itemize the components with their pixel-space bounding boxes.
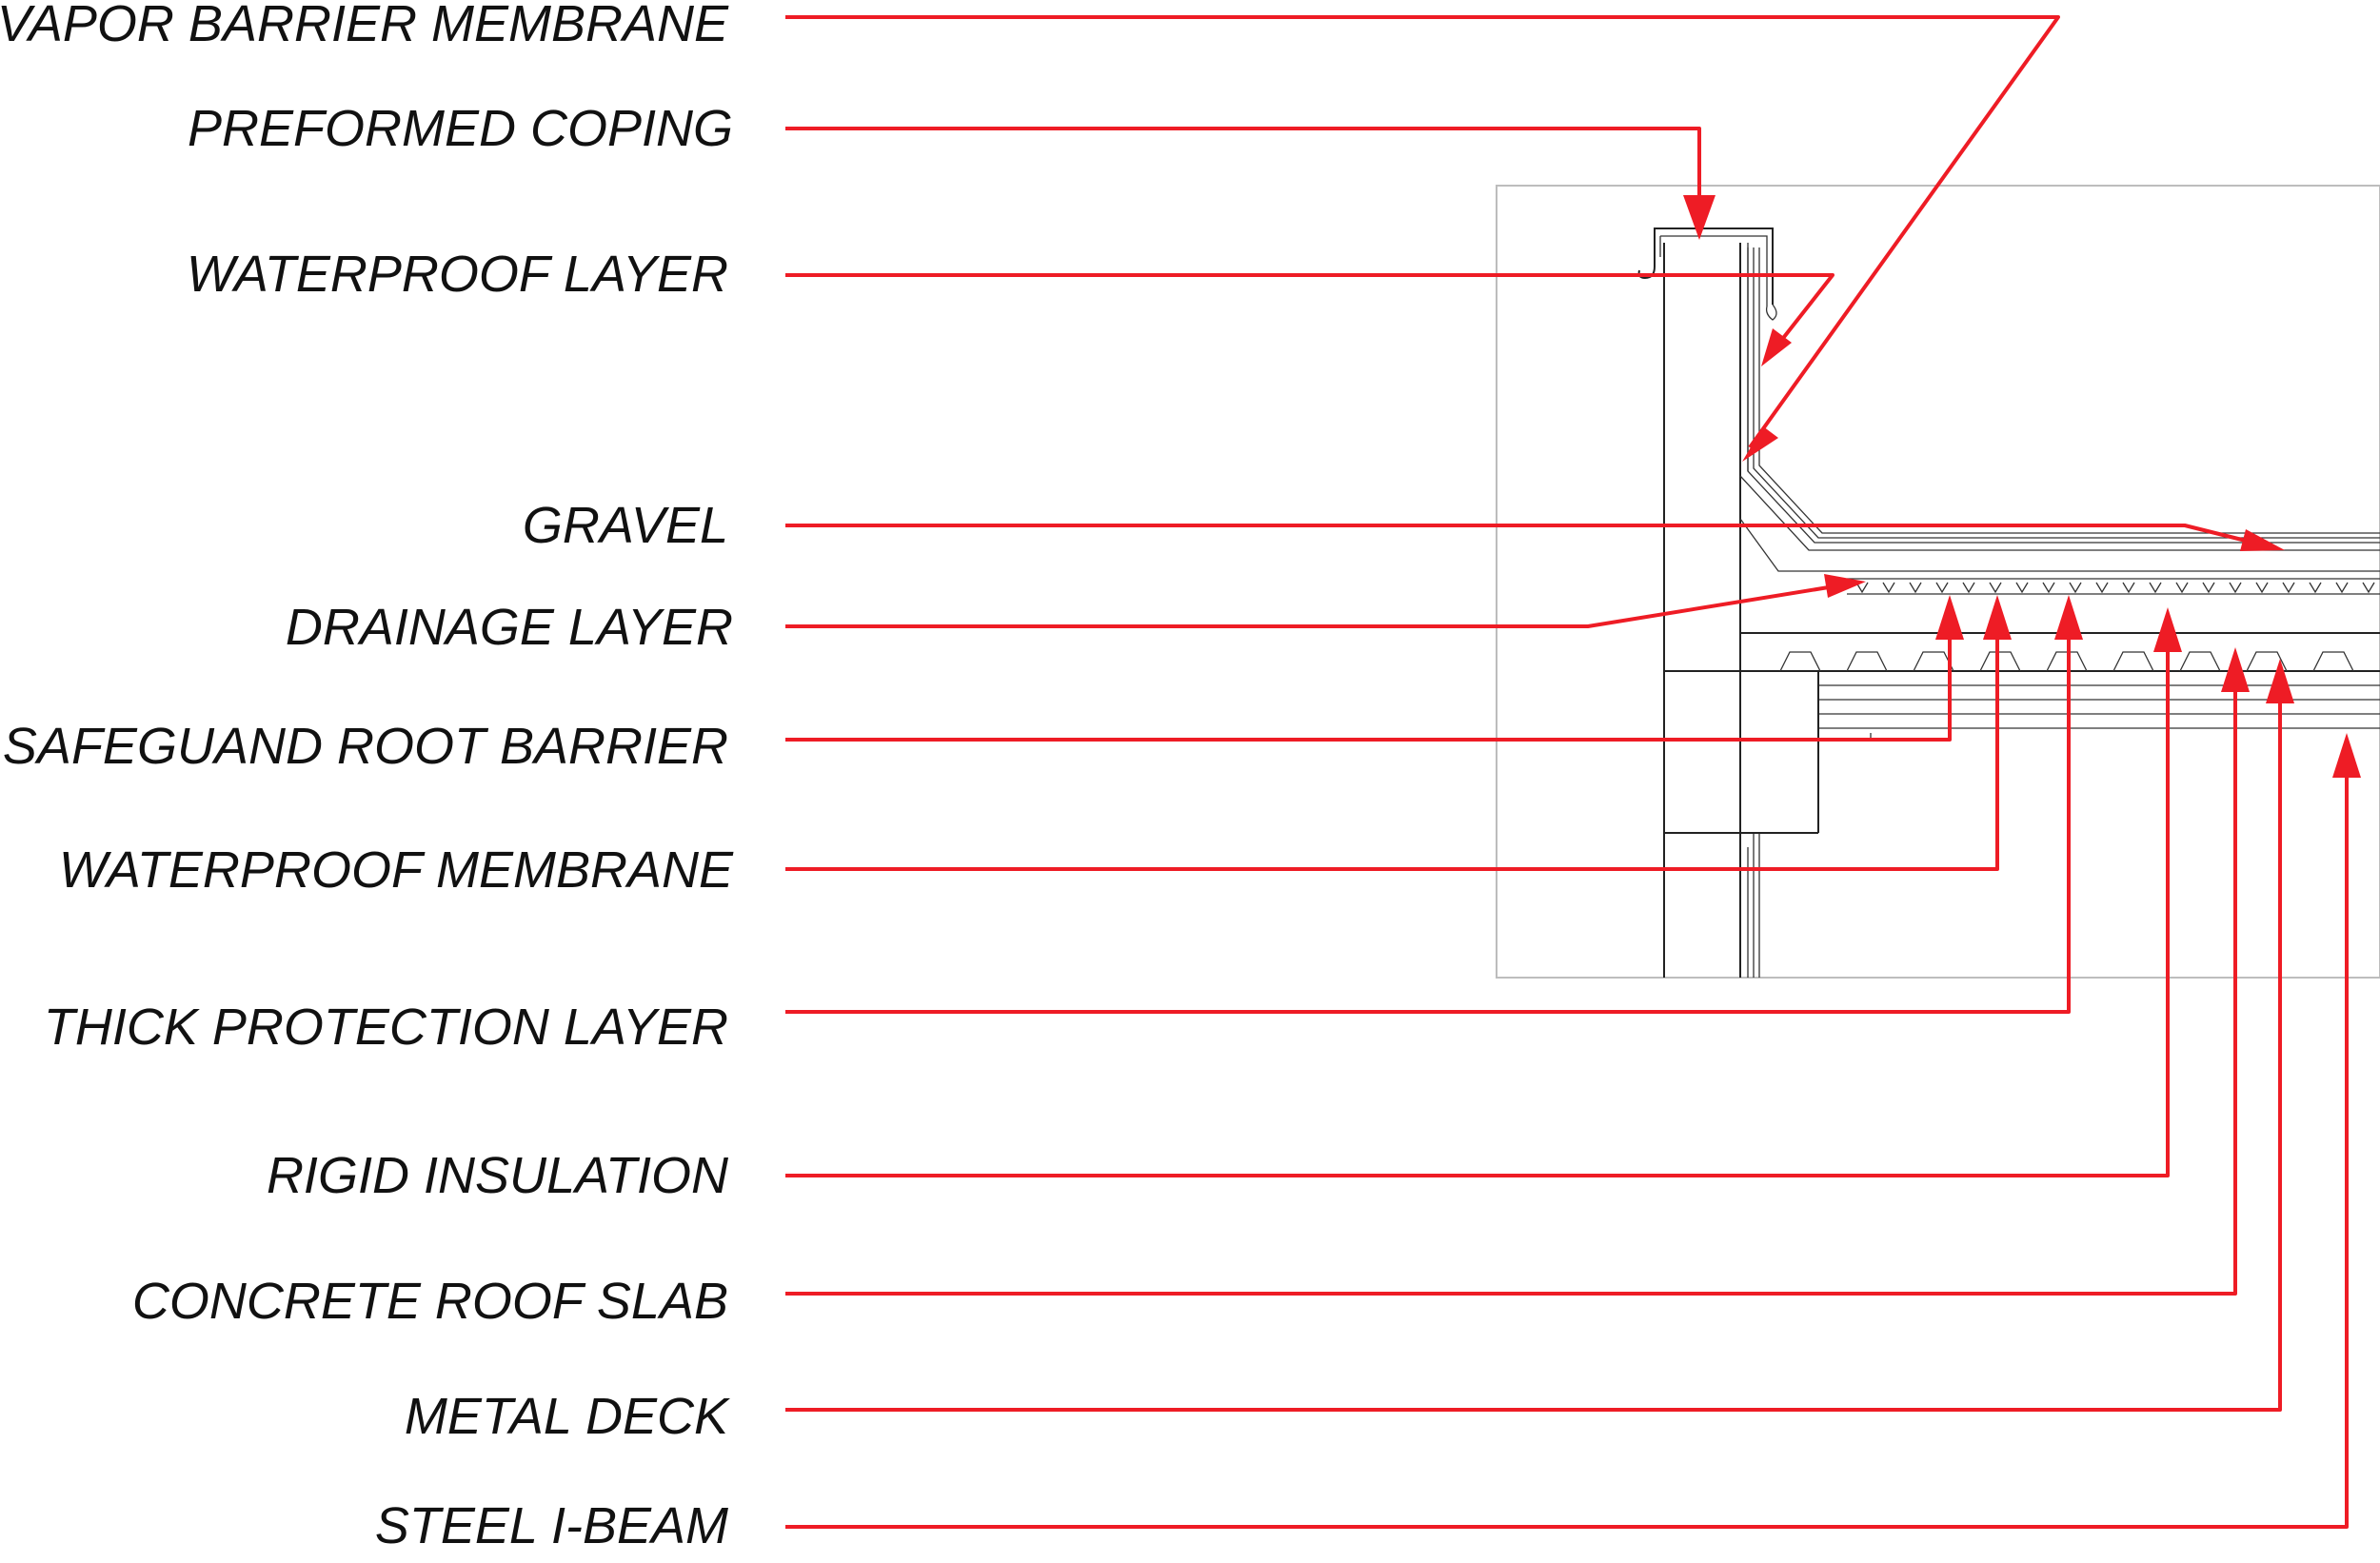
label-drainage-layer: DRAINAGE LAYER: [286, 599, 733, 656]
drawing-frame: [1496, 185, 2380, 979]
arrowhead-thick-protection-layer: [2054, 595, 2083, 640]
leader-vapor-barrier-membrane: [785, 15, 2060, 449]
arrowhead-concrete-roof-slab: [2221, 647, 2250, 692]
label-safeguand-root-barrier: SAFEGUAND ROOT BARRIER: [3, 718, 728, 775]
leader-rigid-insulation: [785, 628, 2170, 1177]
label-concrete-roof-slab: CONCRETE ROOF SLAB: [132, 1273, 728, 1330]
arrowhead-metal-deck: [2266, 659, 2294, 703]
label-vapor-barrier-membrane: VAPOR BARRIER MEMBRANE: [0, 0, 729, 52]
leader-waterproof-layer: [785, 273, 1835, 352]
arrowhead-safeguand-root-barrier: [1935, 595, 1964, 640]
leader-steel-i-beam: [785, 752, 2349, 1529]
section-drawing: [1496, 185, 2380, 979]
leader-gravel: [785, 524, 2262, 546]
leader-metal-deck: [785, 678, 2282, 1412]
arrowheads: [1683, 195, 2361, 778]
leader-safeguand-root-barrier: [785, 614, 1952, 742]
leader-thick-protection-layer: [785, 614, 2071, 1014]
label-thick-protection-layer: THICK PROTECTION LAYER: [44, 999, 728, 1056]
label-steel-i-beam: STEEL I-BEAM: [375, 1497, 728, 1554]
leader-waterproof-membrane: [785, 614, 1999, 871]
upturn-membranes: [1739, 247, 2380, 572]
label-waterproof-layer: WATERPROOF LAYER: [187, 246, 728, 303]
arrowhead-waterproof-layer: [1761, 328, 1792, 366]
roof-layers: [1664, 632, 2380, 834]
arrowhead-drainage-layer: [1824, 574, 1866, 598]
label-preformed-coping: PREFORMED COPING: [188, 100, 733, 157]
label-gravel: GRAVEL: [523, 497, 728, 554]
leader-preformed-coping: [785, 127, 1701, 217]
arrowhead-steel-i-beam: [2332, 733, 2361, 778]
leader-drainage-layer: [785, 584, 1841, 628]
leader-lines: [785, 15, 2349, 1529]
callout-labels: VAPOR BARRIER MEMBRANE PREFORMED COPING …: [0, 0, 734, 1554]
drainage-strip: [1847, 578, 2380, 595]
arrowhead-gravel: [2240, 529, 2285, 551]
leader-concrete-roof-slab: [785, 666, 2237, 1296]
arrowhead-vapor-barrier-membrane: [1742, 426, 1778, 462]
arrowhead-rigid-insulation: [2153, 607, 2182, 652]
label-metal-deck: METAL DECK: [405, 1388, 730, 1445]
arrowhead-waterproof-membrane: [1983, 595, 2012, 640]
label-rigid-insulation: RIGID INSULATION: [267, 1147, 729, 1204]
label-waterproof-membrane: WATERPROOF MEMBRANE: [59, 841, 734, 899]
arrowhead-preformed-coping: [1683, 195, 1716, 240]
